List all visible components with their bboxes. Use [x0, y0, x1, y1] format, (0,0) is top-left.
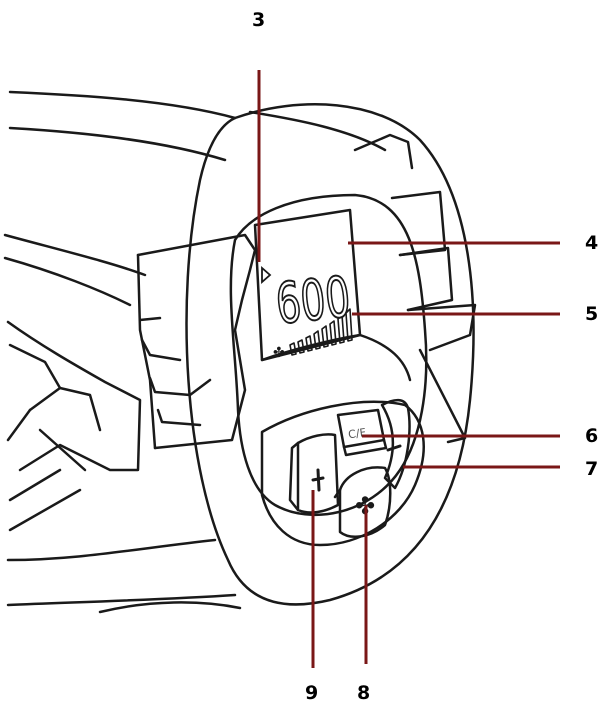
tool-housing — [3, 90, 242, 614]
callout-9: 9 — [305, 682, 319, 704]
temperature-readout: 600 — [273, 265, 353, 337]
leader-lines — [257, 70, 560, 668]
back-plate — [185, 103, 475, 606]
callout-3: 3 — [252, 9, 266, 31]
callout-8: 8 — [357, 682, 371, 704]
plus-button[interactable] — [296, 433, 340, 514]
indicator-arrow-icon — [261, 266, 272, 284]
callout-5: 5 — [585, 303, 599, 325]
fan-button[interactable] — [338, 466, 392, 538]
callout-4: 4 — [585, 232, 599, 254]
fan-small-icon: ✤ — [273, 345, 285, 361]
dial-body — [229, 193, 428, 517]
minus-button[interactable] — [380, 398, 411, 490]
cf-label: C/F — [347, 426, 366, 441]
fan-speed-bar-graph — [289, 308, 353, 356]
callout-6: 6 — [585, 425, 599, 447]
button-panel — [260, 400, 425, 547]
callout-7: 7 — [585, 458, 599, 480]
